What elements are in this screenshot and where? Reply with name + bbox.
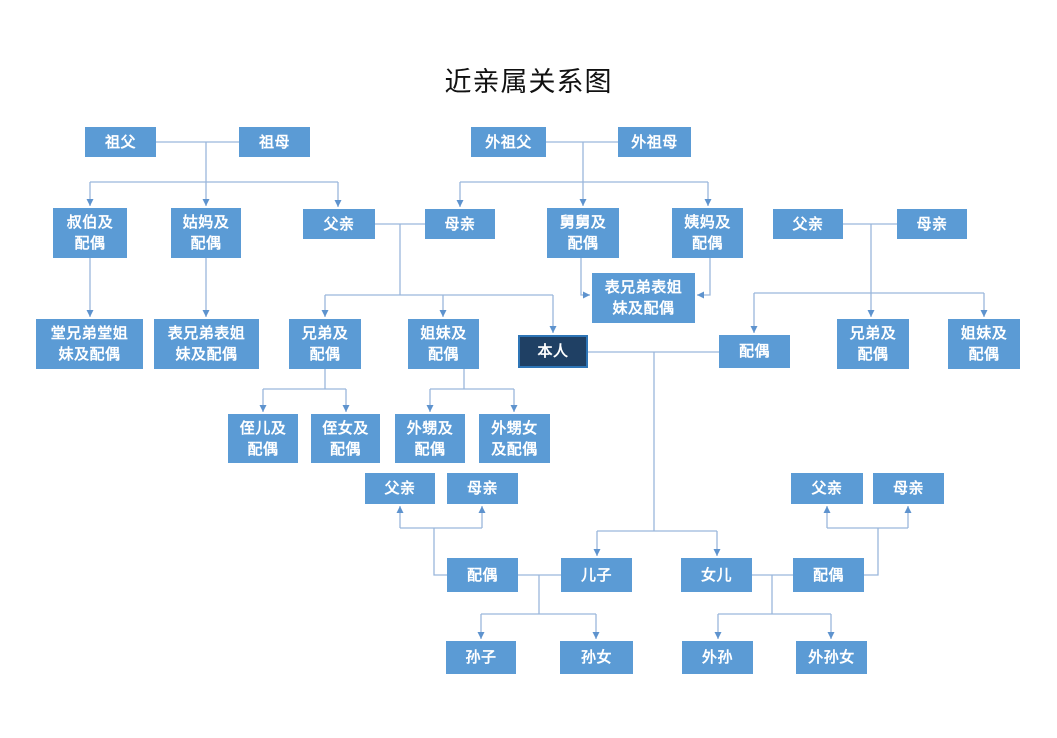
node-waisheng: 外甥及 配偶: [395, 414, 465, 463]
node-zhinv: 侄女及 配偶: [311, 414, 380, 463]
node-zufu: 祖父: [85, 127, 156, 157]
node-peiou-daughter: 配偶: [793, 558, 864, 592]
node-fuqin-1: 父亲: [303, 209, 375, 239]
node-sunzi: 孙子: [446, 641, 516, 674]
connector-daughter-inlaw-elbow: [864, 528, 879, 576]
node-peiou-son: 配偶: [447, 558, 518, 592]
node-jiujiu-peiou: 舅舅及 配偶: [547, 208, 619, 258]
node-shubo-peiou: 叔伯及 配偶: [53, 208, 127, 258]
node-tangxiongdi: 堂兄弟堂姐 妹及配偶: [36, 319, 143, 369]
diagram-title: 近亲属关系图: [444, 67, 613, 98]
connector-son-inlaw-elbow: [433, 528, 448, 576]
node-nver: 女儿: [681, 558, 752, 592]
node-waisunnv: 外孙女: [796, 641, 867, 674]
node-benren: 本人: [518, 335, 588, 368]
node-muqin-2: 母亲: [897, 209, 967, 239]
node-peiou-self: 配偶: [719, 335, 790, 368]
node-fuqin-4: 父亲: [791, 473, 863, 504]
node-sunnv: 孙女: [560, 641, 633, 674]
node-waizufu: 外祖父: [471, 127, 546, 157]
node-zumu: 祖母: [239, 127, 310, 157]
node-muqin-4: 母亲: [873, 473, 944, 504]
node-yima-peiou: 姨妈及 配偶: [672, 208, 743, 258]
connector-to-biao-jiu-l: [580, 258, 590, 299]
node-jiemei-1: 姐妹及 配偶: [408, 319, 479, 369]
node-fuqin-3: 父亲: [365, 473, 435, 504]
node-xiongdi-1: 兄弟及 配偶: [289, 319, 361, 369]
node-waizumu: 外祖母: [618, 127, 691, 157]
node-xiongdi-2: 兄弟及 配偶: [837, 319, 909, 369]
node-biaoxiongdi-jiu: 表兄弟表姐 妹及配偶: [592, 273, 695, 323]
node-jiemei-2: 姐妹及 配偶: [948, 319, 1020, 369]
node-waishengnv: 外甥女 及配偶: [479, 414, 550, 463]
connector-to-biao-jiu-r: [697, 258, 711, 299]
node-biaoxiongdi-gu: 表兄弟表姐 妹及配偶: [154, 319, 259, 369]
node-muqin-3: 母亲: [447, 473, 518, 504]
node-zhier: 侄儿及 配偶: [228, 414, 298, 463]
node-waisun: 外孙: [682, 641, 753, 674]
node-guma-peiou: 姑妈及 配偶: [171, 208, 241, 258]
node-fuqin-2: 父亲: [773, 209, 843, 239]
node-erzi: 儿子: [561, 558, 632, 592]
node-muqin-1: 母亲: [425, 209, 495, 239]
